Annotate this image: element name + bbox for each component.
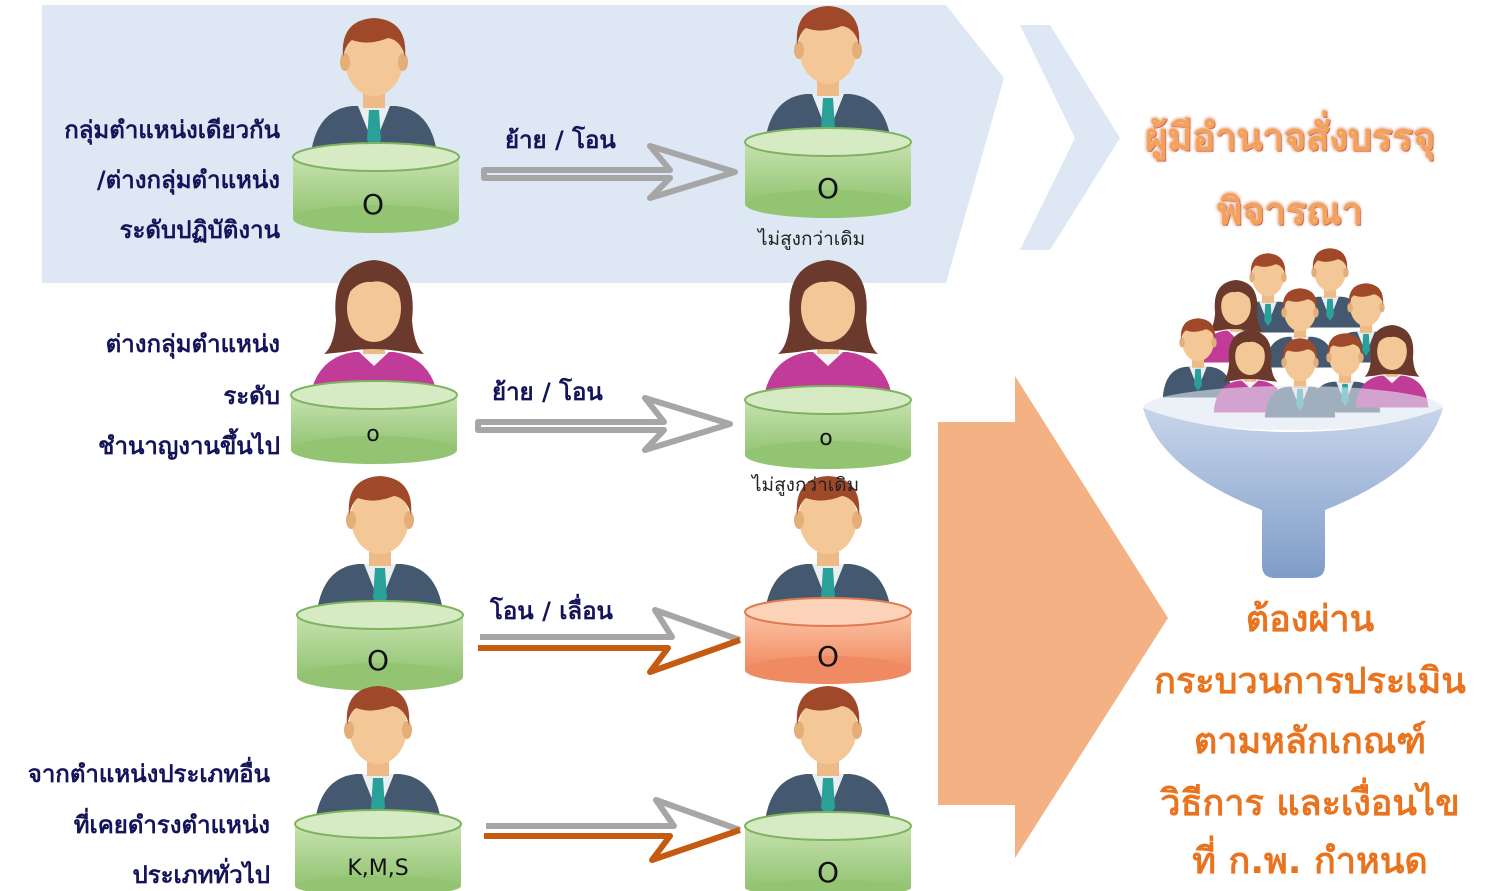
process-text-line2: กระบวนการประเมิน bbox=[1154, 661, 1466, 702]
crowd-funnel-icon bbox=[1143, 248, 1443, 578]
big-orange-arrow bbox=[938, 376, 1168, 858]
row2-target-note: ไม่สูงกว่าเดิม bbox=[752, 474, 860, 496]
podium-row1-source bbox=[292, 142, 460, 233]
top-row-band bbox=[42, 5, 1004, 283]
arrow-row3-brown bbox=[478, 637, 742, 675]
arrow-row1 bbox=[481, 143, 738, 201]
podium-row2-target bbox=[744, 385, 912, 469]
podium-row4-target bbox=[744, 811, 912, 891]
row4-left-label-line1: จากตำแหน่งประเภทอื่น bbox=[27, 760, 270, 788]
row4-left-label-line3: ประเภททั่วไป bbox=[132, 861, 270, 889]
person-icon bbox=[314, 686, 442, 830]
podium-row2-source bbox=[290, 380, 458, 464]
row3-target-code: O bbox=[816, 640, 840, 673]
person-icon bbox=[316, 476, 444, 620]
arrow-row3-gray bbox=[480, 607, 741, 643]
process-text-line5: ที่ ก.พ. กำหนด bbox=[1192, 841, 1428, 882]
row1-left-label-line1: กลุ่มตำแหน่งเดียวกัน bbox=[64, 116, 280, 144]
row4-left-label-line2: ที่เคยดำรงตำแหน่ง bbox=[73, 811, 270, 839]
row1-target-note: ไม่สูงกว่าเดิม bbox=[758, 228, 866, 250]
authority-title-line1: ผู้มีอำนาจสั่งบรรจุ bbox=[1144, 115, 1435, 159]
podium-row4-source bbox=[294, 809, 462, 891]
row1-source-code: O bbox=[361, 188, 385, 221]
person-icon bbox=[764, 686, 892, 830]
authority-chevron bbox=[1020, 25, 1120, 250]
podium-row3-source bbox=[296, 600, 464, 691]
row2-left-label-line2: ระดับ bbox=[223, 382, 280, 410]
podium-row3-target bbox=[744, 597, 912, 684]
row1-target-code: O bbox=[816, 172, 840, 205]
row3-action-label: โอน / เลื่อน bbox=[490, 597, 613, 625]
process-text-line4: วิธีการ และเงื่อนไข bbox=[1160, 783, 1460, 824]
arrow-row2 bbox=[475, 395, 733, 453]
row1-left-label-line3: ระดับปฏิบัติงาน bbox=[119, 216, 280, 244]
row2-target-code: o bbox=[819, 426, 833, 451]
podium-row1-target bbox=[744, 127, 912, 218]
arrow-row4-brown bbox=[484, 827, 741, 863]
arrow-row4-gray bbox=[486, 797, 742, 833]
row3-source-code: O bbox=[366, 644, 390, 677]
row4-target-code: O bbox=[816, 856, 840, 889]
process-text-line3: ตามหลักเกณฑ์ bbox=[1193, 721, 1427, 762]
row2-source-code: o bbox=[366, 422, 380, 447]
row1-action-label: ย้าย / โอน bbox=[505, 126, 616, 154]
row4-source-code: K,M,S bbox=[347, 856, 409, 881]
row2-left-label-line1: ต่างกลุ่มตำแหน่ง bbox=[105, 330, 280, 358]
row1-left-label-line2: /ต่างกลุ่มตำแหน่ง bbox=[96, 166, 280, 194]
row2-left-label-line3: ชำนาญงานขึ้นไป bbox=[98, 432, 280, 460]
process-text-line1: ต้องผ่าน bbox=[1245, 599, 1375, 640]
row2-action-label: ย้าย / โอน bbox=[492, 378, 603, 406]
authority-title-line2: พิจารณา bbox=[1217, 189, 1363, 233]
